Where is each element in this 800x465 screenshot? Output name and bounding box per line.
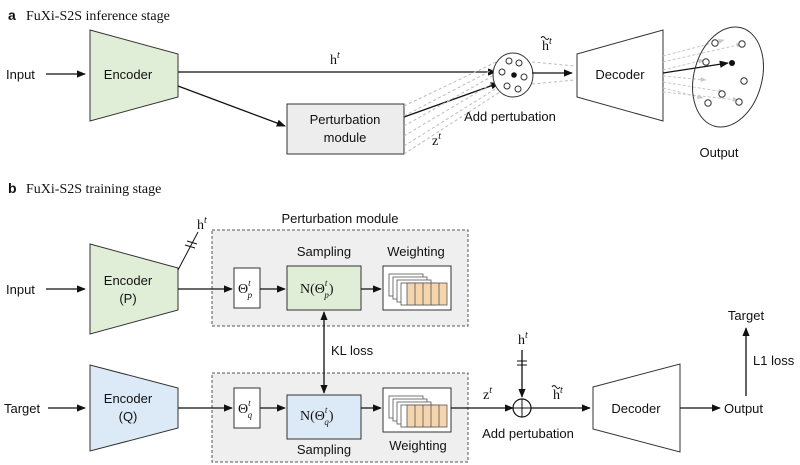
- kl-loss-label: KL loss: [331, 343, 374, 358]
- decoder-block-b: [592, 363, 681, 453]
- arrow-zt: [403, 82, 500, 118]
- output-label-a: Output: [699, 145, 738, 160]
- encoder-q-label-line1: Encoder: [104, 391, 153, 406]
- perturbation-center-dot: [511, 72, 517, 78]
- weighting-q-stack: [388, 395, 448, 428]
- panel-b-letter: b: [8, 180, 17, 196]
- weighting-label-p: Weighting: [387, 244, 445, 259]
- htilde-symbol-a: ht: [542, 36, 552, 54]
- output-samples: [702, 39, 748, 107]
- ht-symbol-b: ht: [518, 330, 528, 348]
- zt-symbol: zt: [432, 131, 441, 149]
- theta-q-box: [233, 387, 261, 429]
- decoder-label-b: Decoder: [611, 401, 661, 416]
- stop-grad-mark-1: [184, 244, 196, 249]
- theta-p-box: [233, 267, 261, 309]
- input-label-b: Input: [6, 282, 35, 297]
- encoder-p-block: [89, 243, 179, 335]
- weighting-p-stack: [388, 273, 448, 306]
- encoder-q-label-line2: (Q): [119, 409, 138, 424]
- arrow-encoder-to-perturbation: [177, 85, 286, 127]
- stop-grad-mark-2: [186, 240, 198, 245]
- decoder-label-a: Decoder: [595, 67, 645, 82]
- perturbation-module-title-b: Perturbation module: [281, 211, 398, 226]
- l1-loss-label: L1 loss: [753, 353, 795, 368]
- panel-a-letter: a: [8, 7, 16, 23]
- decoder-block-a: [576, 29, 664, 122]
- normal-p-box: [286, 265, 362, 311]
- encoder-block: [89, 29, 179, 122]
- target-output-label: Target: [728, 308, 765, 323]
- add-perturbation-label-b: Add pertubation: [482, 426, 574, 441]
- ht-branch-p: [177, 231, 199, 271]
- panel-a-input-label: Input: [6, 67, 35, 82]
- add-perturbation-label-a: Add pertubation: [464, 109, 556, 124]
- output-ensemble-ellipse: [692, 26, 764, 128]
- encoder-p-label-line2: (P): [119, 291, 136, 306]
- output-label-b: Output: [724, 401, 763, 416]
- output-mean-dot: [729, 60, 735, 66]
- zt-symbol-b: zt: [483, 385, 492, 403]
- perturbation-fan-lines: [403, 61, 504, 155]
- panel-a: a FuXi-S2S inference stage Input Encoder…: [6, 7, 764, 160]
- htilde-tilde-b: [551, 385, 561, 389]
- encoder-q-block: [89, 364, 179, 452]
- weighting-label-q: Weighting: [389, 438, 447, 453]
- panel-b-title: FuXi-S2S training stage: [26, 182, 161, 197]
- perturbation-samples: [498, 57, 528, 93]
- panel-a-title: FuXi-S2S inference stage: [26, 9, 170, 24]
- ht-symbol-p: ht: [197, 215, 207, 233]
- ht-symbol: ht: [330, 50, 340, 68]
- encoder-p-label-line1: Encoder: [104, 273, 153, 288]
- target-input-label: Target: [4, 401, 41, 416]
- sampling-label-p: Sampling: [297, 244, 351, 259]
- htilde-tilde-a: [540, 36, 550, 40]
- panel-b: b FuXi-S2S training stage Perturbation m…: [4, 180, 795, 463]
- perturbation-label-line2: module: [324, 130, 367, 145]
- perturbation-label-line1: Perturbation: [310, 112, 381, 127]
- htilde-symbol-b: ht: [553, 385, 563, 403]
- sampling-label-q: Sampling: [297, 442, 351, 457]
- ensemble-output-arrows: [662, 39, 743, 102]
- perturbation-module-block: [286, 103, 405, 155]
- normal-q-box: [286, 394, 362, 440]
- encoder-label: Encoder: [104, 67, 153, 82]
- fan-to-decoder: [531, 61, 576, 85]
